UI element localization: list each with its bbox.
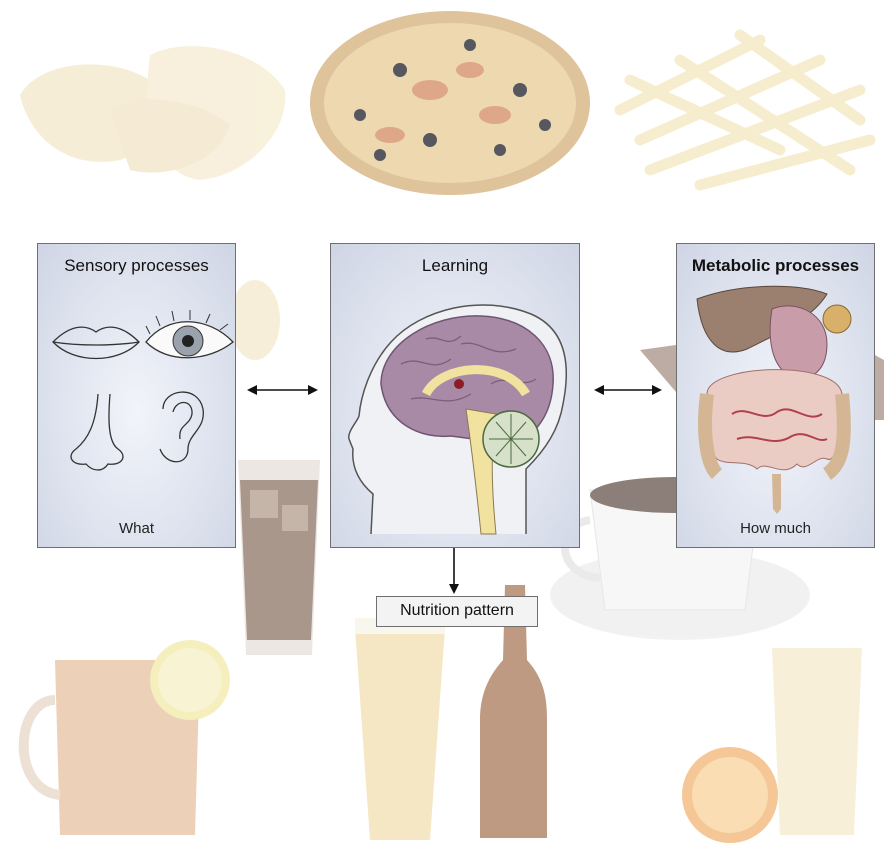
- eye-icon: [146, 310, 233, 358]
- gallbladder-icon: [823, 305, 851, 333]
- pizza-image: [310, 11, 590, 195]
- sensory-learning-double-arrow: [245, 380, 320, 400]
- french-fries-image: [620, 35, 870, 185]
- tea-mug-image: [24, 640, 230, 835]
- potato-chips-image: [20, 46, 285, 180]
- senses-illustration: [38, 244, 237, 549]
- cola-glass-image: [238, 460, 320, 655]
- digestive-organs-illustration: [677, 244, 876, 549]
- learning-panel: Learning: [330, 243, 580, 548]
- lips-icon: [53, 327, 139, 358]
- learning-metabolic-double-arrow: [592, 380, 664, 400]
- stomach-icon: [770, 306, 827, 378]
- sensory-processes-panel: Sensory processes What: [37, 243, 236, 548]
- juice-glass-image: [772, 648, 862, 835]
- intestines-icon: [705, 370, 843, 470]
- learning-to-nutrition-arrow: [446, 548, 462, 596]
- orange-half-image: [682, 747, 778, 843]
- metabolic-processes-panel: Metabolic processes How much: [676, 243, 875, 548]
- nose-icon: [71, 394, 123, 470]
- nutrition-pattern-label: Nutrition pattern: [376, 596, 538, 627]
- sensory-panel-footer: What: [38, 520, 235, 537]
- brain-illustration: [331, 244, 581, 549]
- ear-icon: [160, 392, 203, 462]
- beer-glass-image: [355, 618, 445, 840]
- metabolic-panel-footer: How much: [677, 520, 874, 537]
